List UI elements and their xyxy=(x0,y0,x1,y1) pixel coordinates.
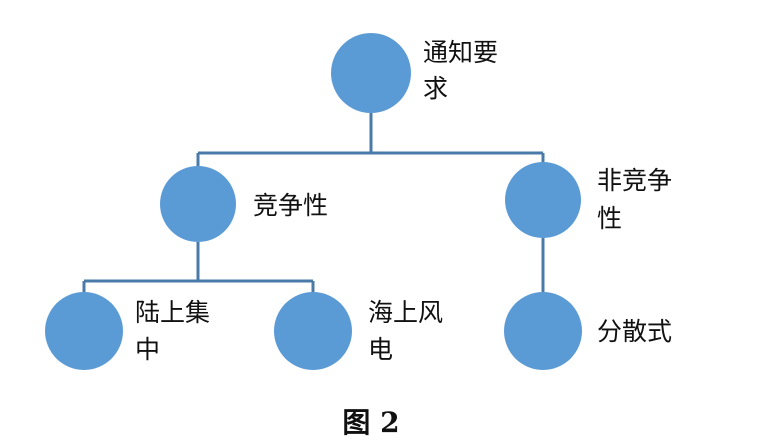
node-label-line2: 求 xyxy=(423,74,448,103)
node-label-line1: 海上风 xyxy=(368,298,443,327)
node-circle xyxy=(45,292,123,370)
node-circle xyxy=(331,33,411,113)
node-offshore: 海上风 电 xyxy=(274,292,443,370)
node-label-line1: 竞争性 xyxy=(253,191,328,220)
node-label-line2: 中 xyxy=(135,335,160,364)
node-circle xyxy=(504,292,582,370)
node-label-line2: 性 xyxy=(597,204,622,233)
node-root: 通知要 求 xyxy=(331,33,498,113)
node-non-competitive: 非竞争 性 xyxy=(505,162,672,238)
node-circle xyxy=(505,162,581,238)
node-circle xyxy=(160,166,236,242)
node-distributed: 分散式 xyxy=(504,292,672,370)
node-label-line1: 非竞争 xyxy=(597,166,672,195)
node-label-line1: 陆上集 xyxy=(135,298,210,327)
figure-caption: 图 2 xyxy=(342,406,399,439)
node-label-line1: 通知要 xyxy=(423,38,498,67)
node-label-line2: 电 xyxy=(368,335,393,364)
node-onshore: 陆上集 中 xyxy=(45,292,210,370)
node-label-line1: 分散式 xyxy=(597,317,672,346)
connectors xyxy=(82,113,545,292)
node-competitive: 竞争性 xyxy=(160,166,328,242)
node-circle xyxy=(274,292,352,370)
